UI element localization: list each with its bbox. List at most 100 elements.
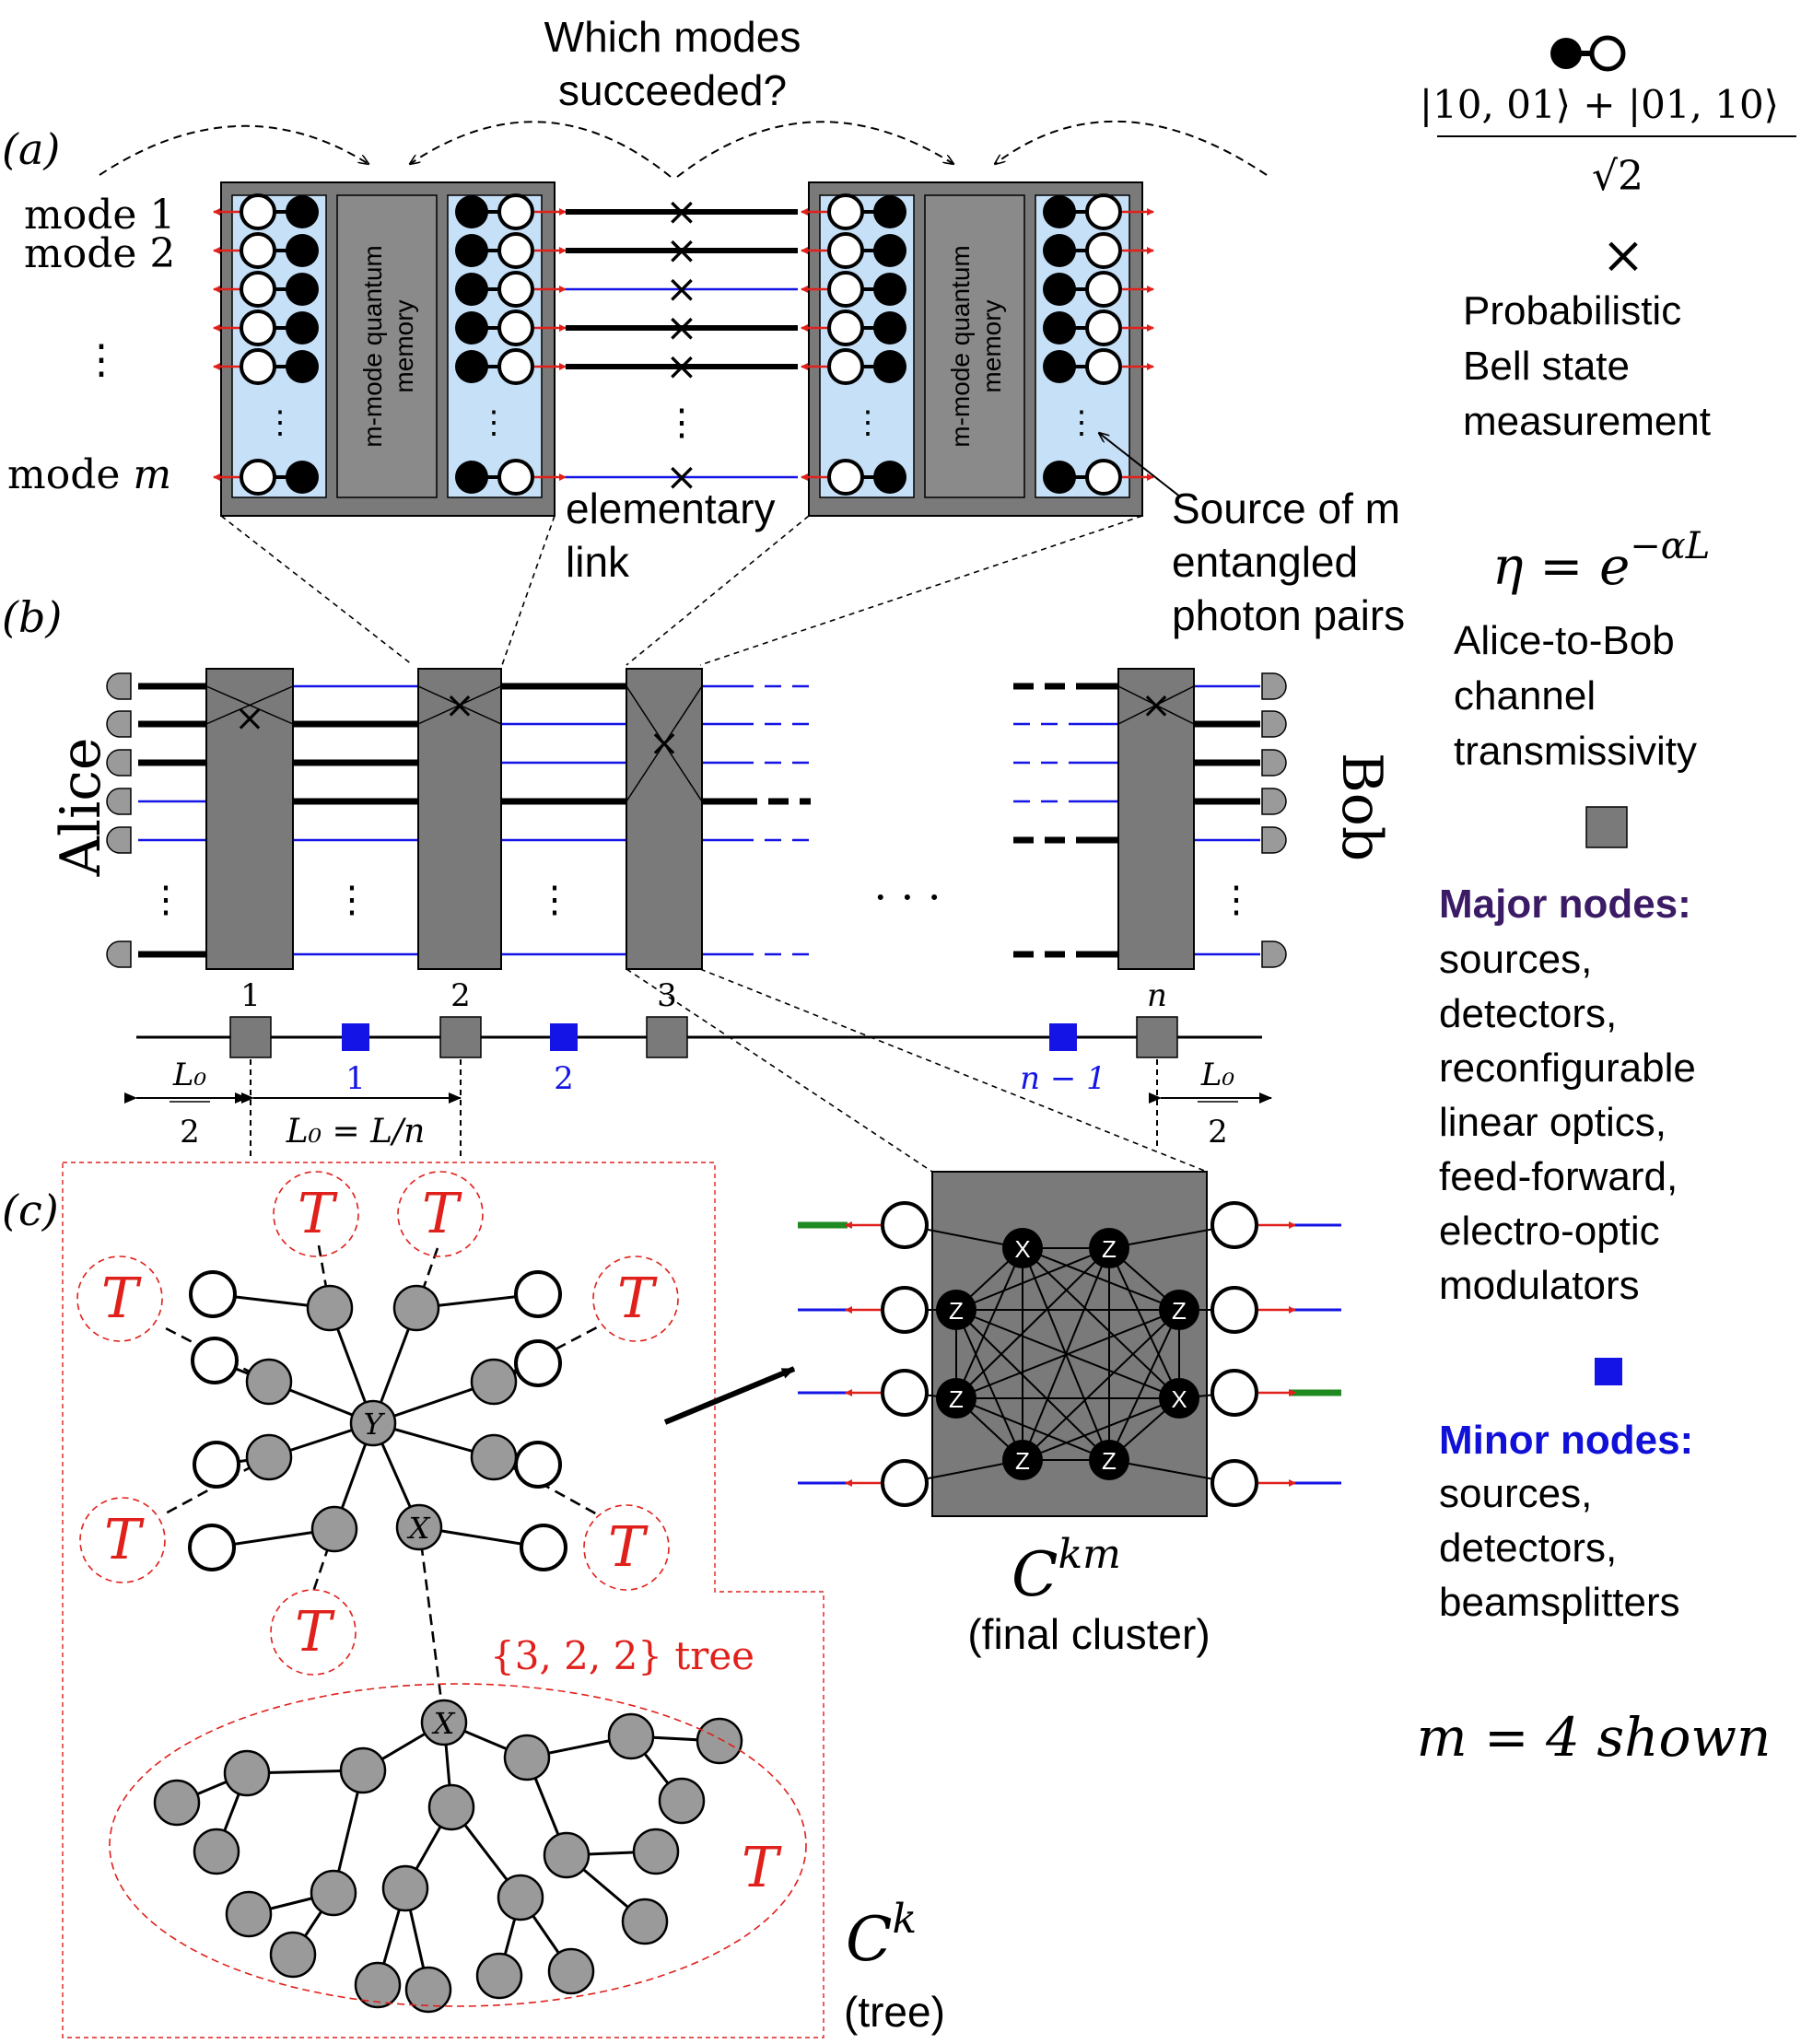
major-node: [439, 1016, 482, 1058]
empty-photon: [497, 271, 534, 308]
empty-photon: [1085, 232, 1122, 269]
legend: |10, 01⟩ + |01, 10⟩ √2 × Probabilistic B…: [1417, 35, 1796, 1769]
mode-m-label: mode m: [7, 451, 171, 498]
empty-photon: [497, 193, 534, 230]
filled-photon: [1043, 350, 1076, 383]
question-line2: succeeded?: [558, 66, 787, 114]
minor-item: beamsplitters: [1439, 1580, 1680, 1625]
subtree-placeholder: [592, 1256, 679, 1342]
ck-label: Ck: [846, 1896, 917, 1975]
x-node: [395, 1503, 443, 1551]
bsm-cross: ×: [665, 305, 697, 350]
eta-line2: channel: [1454, 673, 1596, 718]
empty-photon: [497, 348, 534, 385]
major-item: linear optics,: [1439, 1100, 1667, 1145]
tree-node: [658, 1777, 706, 1825]
cluster-edge: [955, 1247, 1110, 1311]
major-node-label: 1: [240, 977, 261, 1014]
vdots: ⋮: [852, 404, 883, 441]
bsm-cross: ×: [1140, 684, 1172, 727]
subtree-placeholder: [397, 1171, 484, 1257]
middle-ellipsis: · · ·: [873, 872, 941, 922]
tree-node: [621, 1898, 669, 1945]
bob-detector: [1261, 749, 1287, 777]
empty-photon: [1085, 310, 1122, 346]
vdots: ⋮: [663, 402, 700, 444]
panel-a: (a) Which modes succeeded? mode 1 mode 2…: [2, 13, 1405, 666]
elementary-line2: link: [566, 538, 630, 586]
empty-photon: [1085, 459, 1122, 496]
panel-b-label: (b): [2, 592, 62, 642]
alice-detector: [106, 826, 132, 854]
T-label: T: [101, 1267, 142, 1331]
tree-node: [269, 1931, 317, 1979]
filled-photon: [1043, 461, 1076, 494]
bsm-cross: ×: [665, 189, 697, 234]
y-node-label: Y: [363, 1407, 385, 1442]
bob-label: Bob: [1329, 753, 1394, 862]
major-node: [646, 1016, 688, 1058]
filled-photon: [1043, 195, 1076, 228]
cluster-edge: [1022, 1397, 1180, 1461]
major-item: reconfigurable: [1439, 1045, 1696, 1091]
empty-photon: [1085, 271, 1122, 308]
tree-node: [310, 1505, 358, 1553]
empty-photon: [827, 232, 864, 269]
cluster-leaf: [1210, 1459, 1258, 1507]
x-node-label: X: [406, 1511, 431, 1546]
legend-cross: ×: [1602, 226, 1645, 286]
empty-photon: [497, 310, 534, 346]
filled-photon: [286, 273, 319, 306]
tree-node: [497, 1874, 544, 1921]
tree-node: [225, 1890, 273, 1938]
cluster-leaf: [1210, 1369, 1258, 1417]
vdots: ⋮: [264, 404, 296, 441]
minor-title: Minor nodes:: [1439, 1418, 1693, 1463]
empty-photon: [827, 193, 864, 230]
cluster-node-label: Z: [1102, 1235, 1117, 1263]
tree-node: [470, 1433, 518, 1481]
empty-photon: [497, 459, 534, 496]
tree-boundary: [62, 1162, 824, 2038]
vdots: ⋮: [1218, 879, 1255, 921]
vdots: ⋮: [333, 879, 370, 921]
ckm-sub: (final cluster): [967, 1610, 1210, 1658]
bob-detector: [1261, 826, 1287, 854]
tree-node: [245, 1358, 293, 1406]
swap-line: [417, 685, 502, 725]
cluster-node: [1089, 1228, 1129, 1268]
major-item: detectors,: [1439, 991, 1617, 1036]
leaf-node: [514, 1339, 562, 1387]
cluster-node-label: Z: [1102, 1447, 1117, 1475]
subtree-placeholder: [76, 1256, 163, 1342]
cluster-node: [936, 1378, 977, 1419]
tree-node: [607, 1712, 655, 1760]
tree-node: [503, 1734, 551, 1781]
cluster-node-label: Z: [1172, 1297, 1187, 1325]
leaf-node: [193, 1441, 240, 1489]
tree-node: [193, 1828, 240, 1875]
empty-photon: [240, 348, 276, 385]
subtree-placeholder: [583, 1504, 670, 1591]
panel-a-label: (a): [2, 124, 60, 174]
bob-detector: [1261, 940, 1287, 968]
filled-photon: [286, 461, 319, 494]
minor-node-symbol: [1595, 1358, 1622, 1385]
tree-node: [392, 1284, 440, 1332]
mode1-label: mode 1: [24, 192, 175, 239]
bsm-cross: ×: [665, 454, 697, 499]
cluster-node: [1159, 1378, 1199, 1419]
leaf-node: [514, 1270, 562, 1318]
panel-c-label: (c): [2, 1186, 59, 1235]
eta-line1: Alice-to-Bob: [1454, 618, 1675, 663]
filled-photon: [873, 311, 906, 345]
source-pointer: [1099, 433, 1182, 498]
tree-node: [245, 1433, 293, 1481]
cluster-node-label: X: [1014, 1235, 1030, 1263]
bsm-line2: Bell state: [1463, 344, 1630, 389]
